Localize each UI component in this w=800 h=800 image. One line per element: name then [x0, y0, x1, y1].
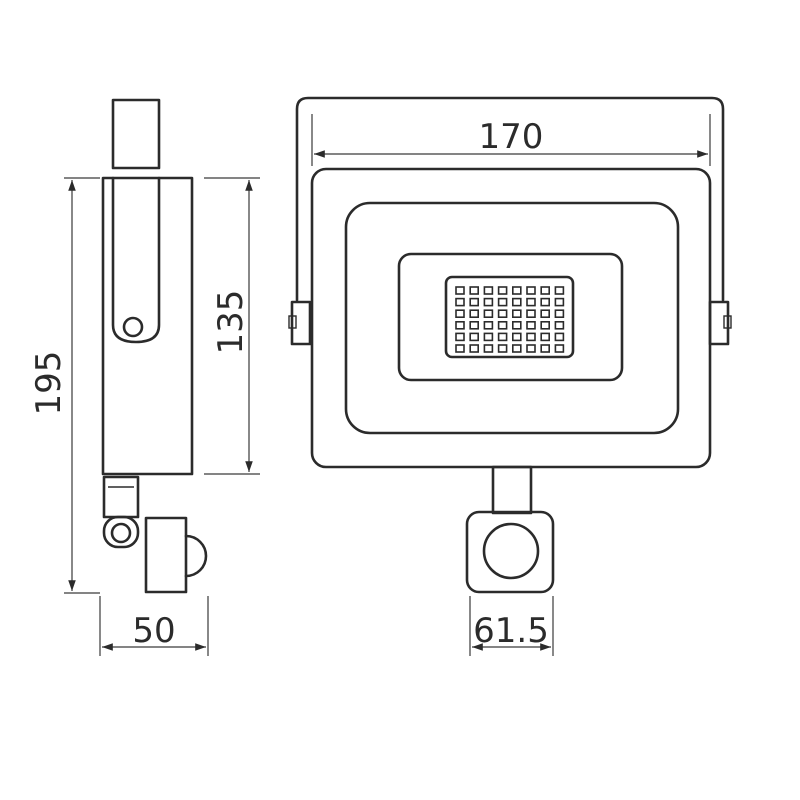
front-led-panel [444, 275, 575, 359]
led-chip [483, 332, 494, 342]
led-chip [511, 320, 522, 330]
front-pivot-right-knob [723, 315, 732, 329]
led-chip [526, 286, 536, 295]
front-pivot-left-knob [288, 315, 297, 329]
front-pivot-right [708, 300, 730, 346]
led-chip [540, 286, 551, 295]
led-chip [455, 332, 465, 342]
led-chip [469, 332, 480, 342]
dim-label-61-5: 61.5 [473, 611, 549, 651]
led-chip [497, 320, 508, 330]
front-bezel [344, 201, 680, 435]
led-chip [511, 297, 522, 307]
led-chip [554, 297, 565, 307]
led-chip [526, 344, 536, 353]
led-chip [554, 286, 565, 295]
front-pivot-left [290, 300, 312, 346]
side-bracket-top [111, 98, 161, 170]
dim-height-body: 135 [204, 177, 260, 475]
dim-width: 170 [311, 114, 711, 166]
led-grid [455, 286, 565, 353]
side-joint-pin [110, 522, 132, 544]
side-sensor-lens [184, 534, 208, 578]
side-bracket-arm [111, 176, 161, 344]
front-sensor-neck [491, 465, 533, 515]
led-chip [483, 344, 494, 353]
front-housing [310, 167, 712, 469]
dim-label-195: 195 [29, 351, 69, 416]
led-chip [469, 309, 480, 319]
led-chip [469, 297, 480, 307]
led-chip [497, 286, 508, 295]
dim-label-50: 50 [132, 611, 175, 651]
led-chip [469, 344, 480, 353]
led-chip [455, 309, 465, 319]
led-chip [469, 320, 480, 330]
led-chip [455, 344, 465, 353]
led-chip [540, 320, 551, 330]
front-bracket [295, 96, 725, 302]
led-chip [540, 344, 551, 353]
led-chip [526, 309, 536, 319]
led-chip [540, 332, 551, 342]
led-chip [483, 286, 494, 295]
led-chip [554, 332, 565, 342]
front-sensor-lens [482, 522, 540, 580]
side-sensor-neck [102, 475, 140, 519]
side-bracket-bolt [122, 316, 144, 338]
led-chip [455, 320, 465, 330]
front-view [288, 96, 732, 594]
led-chip [497, 344, 508, 353]
led-chip [511, 332, 522, 342]
led-chip [526, 320, 536, 330]
led-chip [511, 286, 522, 295]
led-chip [540, 309, 551, 319]
side-view [101, 98, 208, 594]
led-chip [540, 297, 551, 307]
led-chip [526, 332, 536, 342]
led-chip [554, 320, 565, 330]
front-sensor-body [465, 510, 555, 594]
led-chip [554, 344, 565, 353]
led-chip [483, 309, 494, 319]
dim-label-170: 170 [479, 117, 544, 157]
led-chip [469, 286, 480, 295]
led-chip [497, 297, 508, 307]
led-chip [497, 309, 508, 319]
dim-depth: 50 [99, 596, 209, 656]
front-reflector [397, 252, 624, 382]
dim-label-135: 135 [211, 290, 251, 355]
led-chip [511, 344, 522, 353]
led-chip [511, 309, 522, 319]
led-chip [526, 297, 536, 307]
side-sensor-body [144, 516, 188, 594]
led-chip [497, 332, 508, 342]
led-chip [455, 297, 465, 307]
led-chip [455, 286, 465, 295]
side-housing [101, 176, 194, 476]
dim-sensor-width: 61.5 [469, 596, 554, 656]
led-chip [554, 309, 565, 319]
led-chip [483, 320, 494, 330]
dim-height-total: 195 [29, 177, 100, 594]
led-chip [483, 297, 494, 307]
side-sensor-joint [102, 515, 140, 549]
